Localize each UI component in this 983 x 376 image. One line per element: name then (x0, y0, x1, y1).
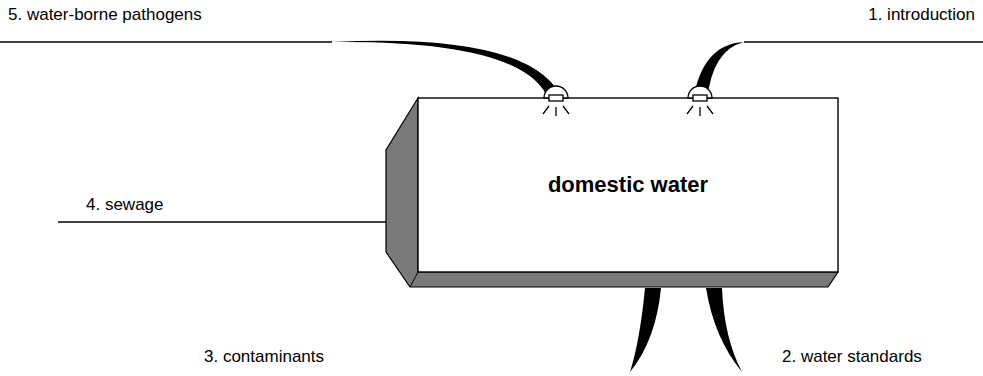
chapter-label: 4. sewage (86, 196, 164, 215)
leader-line (58, 221, 386, 222)
swoosh (332, 41, 563, 101)
box-face (418, 98, 838, 272)
swoosh (630, 288, 661, 372)
chapter-label: 1. introduction (868, 6, 975, 25)
chapter-label: 2. water standards (782, 348, 922, 367)
box-title: domestic water (548, 172, 708, 198)
lamp-icon (687, 86, 713, 116)
box-edge (410, 272, 418, 287)
swoosh (706, 288, 742, 372)
chapter-label: 3. contaminants (204, 348, 324, 367)
lamp-icon (543, 86, 569, 116)
chapter-label: 5. water-borne pathogens (8, 6, 202, 25)
leader-line (0, 41, 332, 42)
box-shadow (386, 98, 838, 287)
leader-line (744, 41, 983, 42)
process-box: domestic water (418, 118, 838, 252)
